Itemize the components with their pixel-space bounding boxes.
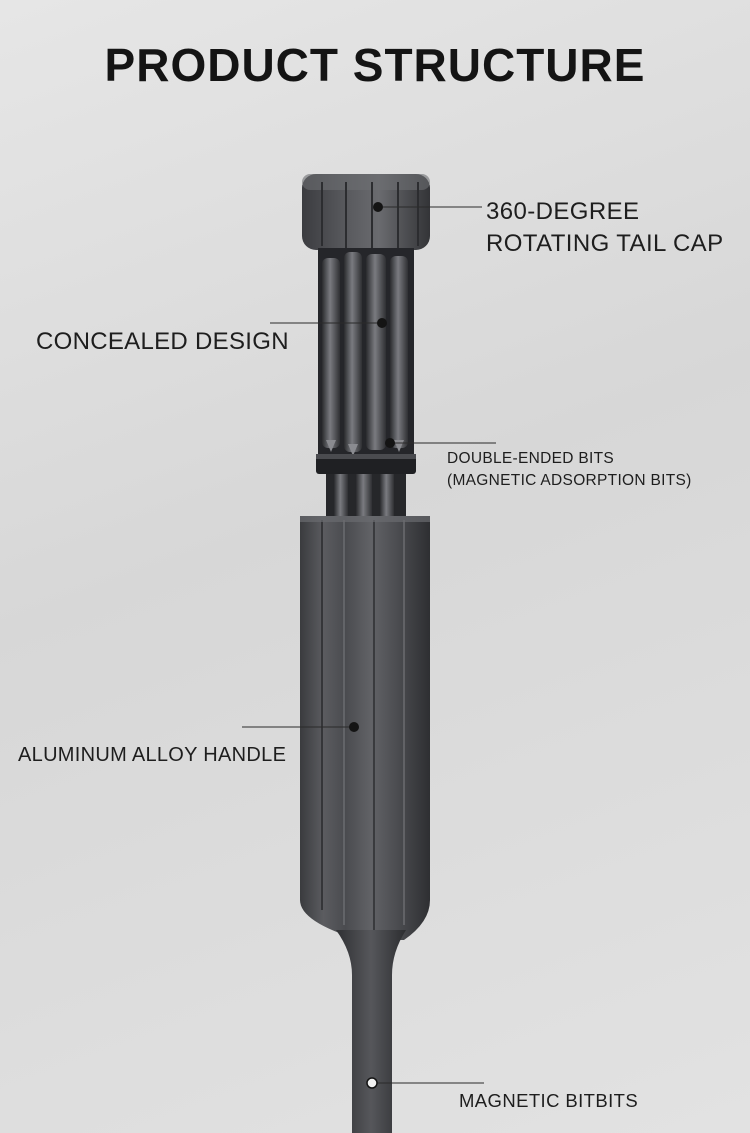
- page-title: PRODUCT STRUCTURE: [104, 39, 646, 91]
- handle-label: ALUMINUM ALLOY HANDLE: [18, 744, 287, 766]
- magnetic-dot: [366, 1077, 378, 1089]
- tail-cap-label-line2: ROTATING TAIL CAP: [486, 230, 724, 257]
- double-ended-bits-label: DOUBLE-ENDED BITS (MAGNETIC ADSORPTION B…: [447, 448, 692, 492]
- magnetic-bits-label: MAGNETIC BITBITS: [459, 1090, 639, 1111]
- tail-cap: [302, 174, 430, 250]
- bits-dot: [385, 438, 395, 448]
- aluminum-handle: [300, 516, 430, 940]
- callout-lines: [242, 202, 496, 1089]
- tail-cap-dot: [373, 202, 383, 212]
- magnetic-shaft: [336, 930, 406, 1133]
- handle-dot: [349, 722, 359, 732]
- tail-cap-label-line1: 360-DEGREE: [486, 198, 640, 225]
- bit-carousel: [316, 248, 416, 518]
- concealed-design-label: CONCEALED DESIGN: [36, 328, 289, 355]
- tail-cap-label: 360-DEGREE ROTATING TAIL CAP: [486, 196, 724, 260]
- bits-label-line2: (MAGNETIC ADSORPTION BITS): [447, 472, 692, 489]
- bits-label-line1: DOUBLE-ENDED BITS: [447, 450, 615, 467]
- concealed-dot: [377, 318, 387, 328]
